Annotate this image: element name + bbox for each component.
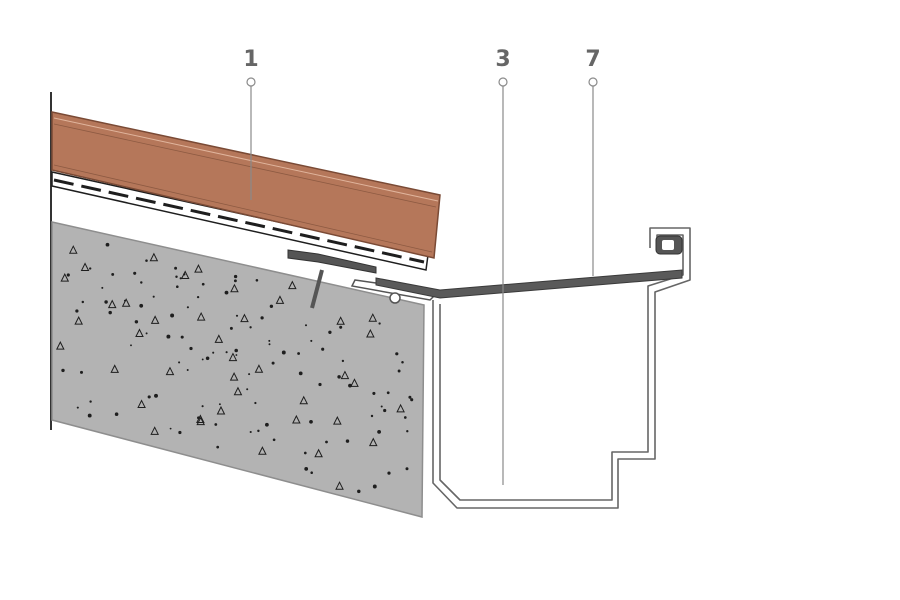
- leader-dot-7: [588, 77, 598, 87]
- gutter-clip-pin: [389, 292, 401, 304]
- callout-leaders: [246, 77, 598, 485]
- roof-tile: [51, 111, 441, 259]
- leader-dot-3: [498, 77, 508, 87]
- gutter-profile: [432, 227, 691, 509]
- concrete-slab: [51, 221, 425, 518]
- gutter-front-bead: [655, 235, 683, 255]
- leader-dot-1: [246, 77, 256, 87]
- gutter-bracket: [287, 249, 377, 309]
- callout-label-1: 1: [243, 47, 259, 72]
- callout-label-3: 3: [495, 47, 511, 72]
- gutter-hanger-strap: [375, 269, 683, 299]
- callout-label-7: 7: [585, 47, 601, 72]
- concrete-aggregate: [56, 242, 414, 494]
